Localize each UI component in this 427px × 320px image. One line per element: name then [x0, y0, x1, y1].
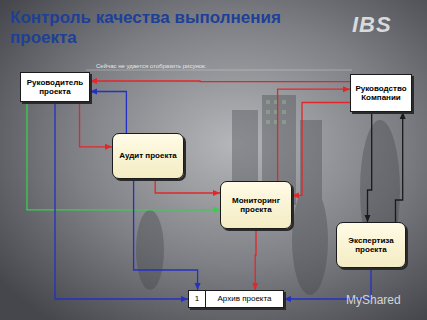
callout-number: 1: [189, 291, 206, 307]
process-box: Аудит проекта: [112, 133, 184, 179]
flow-arrow: [292, 103, 350, 196]
flow-arrow: [368, 112, 372, 222]
process-box: Экспертиза проекта: [336, 222, 406, 268]
slide-title: Контроль качества выполнения проекта: [10, 8, 340, 48]
flow-arrow: [396, 112, 403, 222]
node-label: Мониторинг проекта: [225, 196, 287, 215]
data-store: 1Архив проекта: [188, 290, 284, 308]
node-label: Экспертиза проекта: [341, 236, 401, 255]
flow-arrow: [134, 179, 198, 290]
process-box: Мониторинг проекта: [220, 181, 292, 229]
role-box: Руководитель проекта: [20, 72, 90, 102]
node-label: Руководитель проекта: [25, 78, 85, 97]
watermark: MyShared: [346, 293, 401, 307]
flow-arrow: [90, 80, 350, 82]
role-box: Руководство Компании: [350, 74, 412, 112]
company-logo: IBS: [352, 12, 392, 38]
flow-arrow: [90, 92, 126, 134]
node-label: Архив проекта: [206, 291, 283, 307]
flow-arrow: [80, 102, 113, 147]
flow-arrow: [255, 229, 257, 290]
flow-arrow: [155, 179, 220, 193]
broken-image-note: Сейчас не удается отобразить рисунок.: [96, 63, 206, 69]
flow-arrow: [27, 102, 220, 210]
node-label: Руководство Компании: [355, 84, 407, 103]
node-label: Аудит проекта: [119, 151, 177, 161]
